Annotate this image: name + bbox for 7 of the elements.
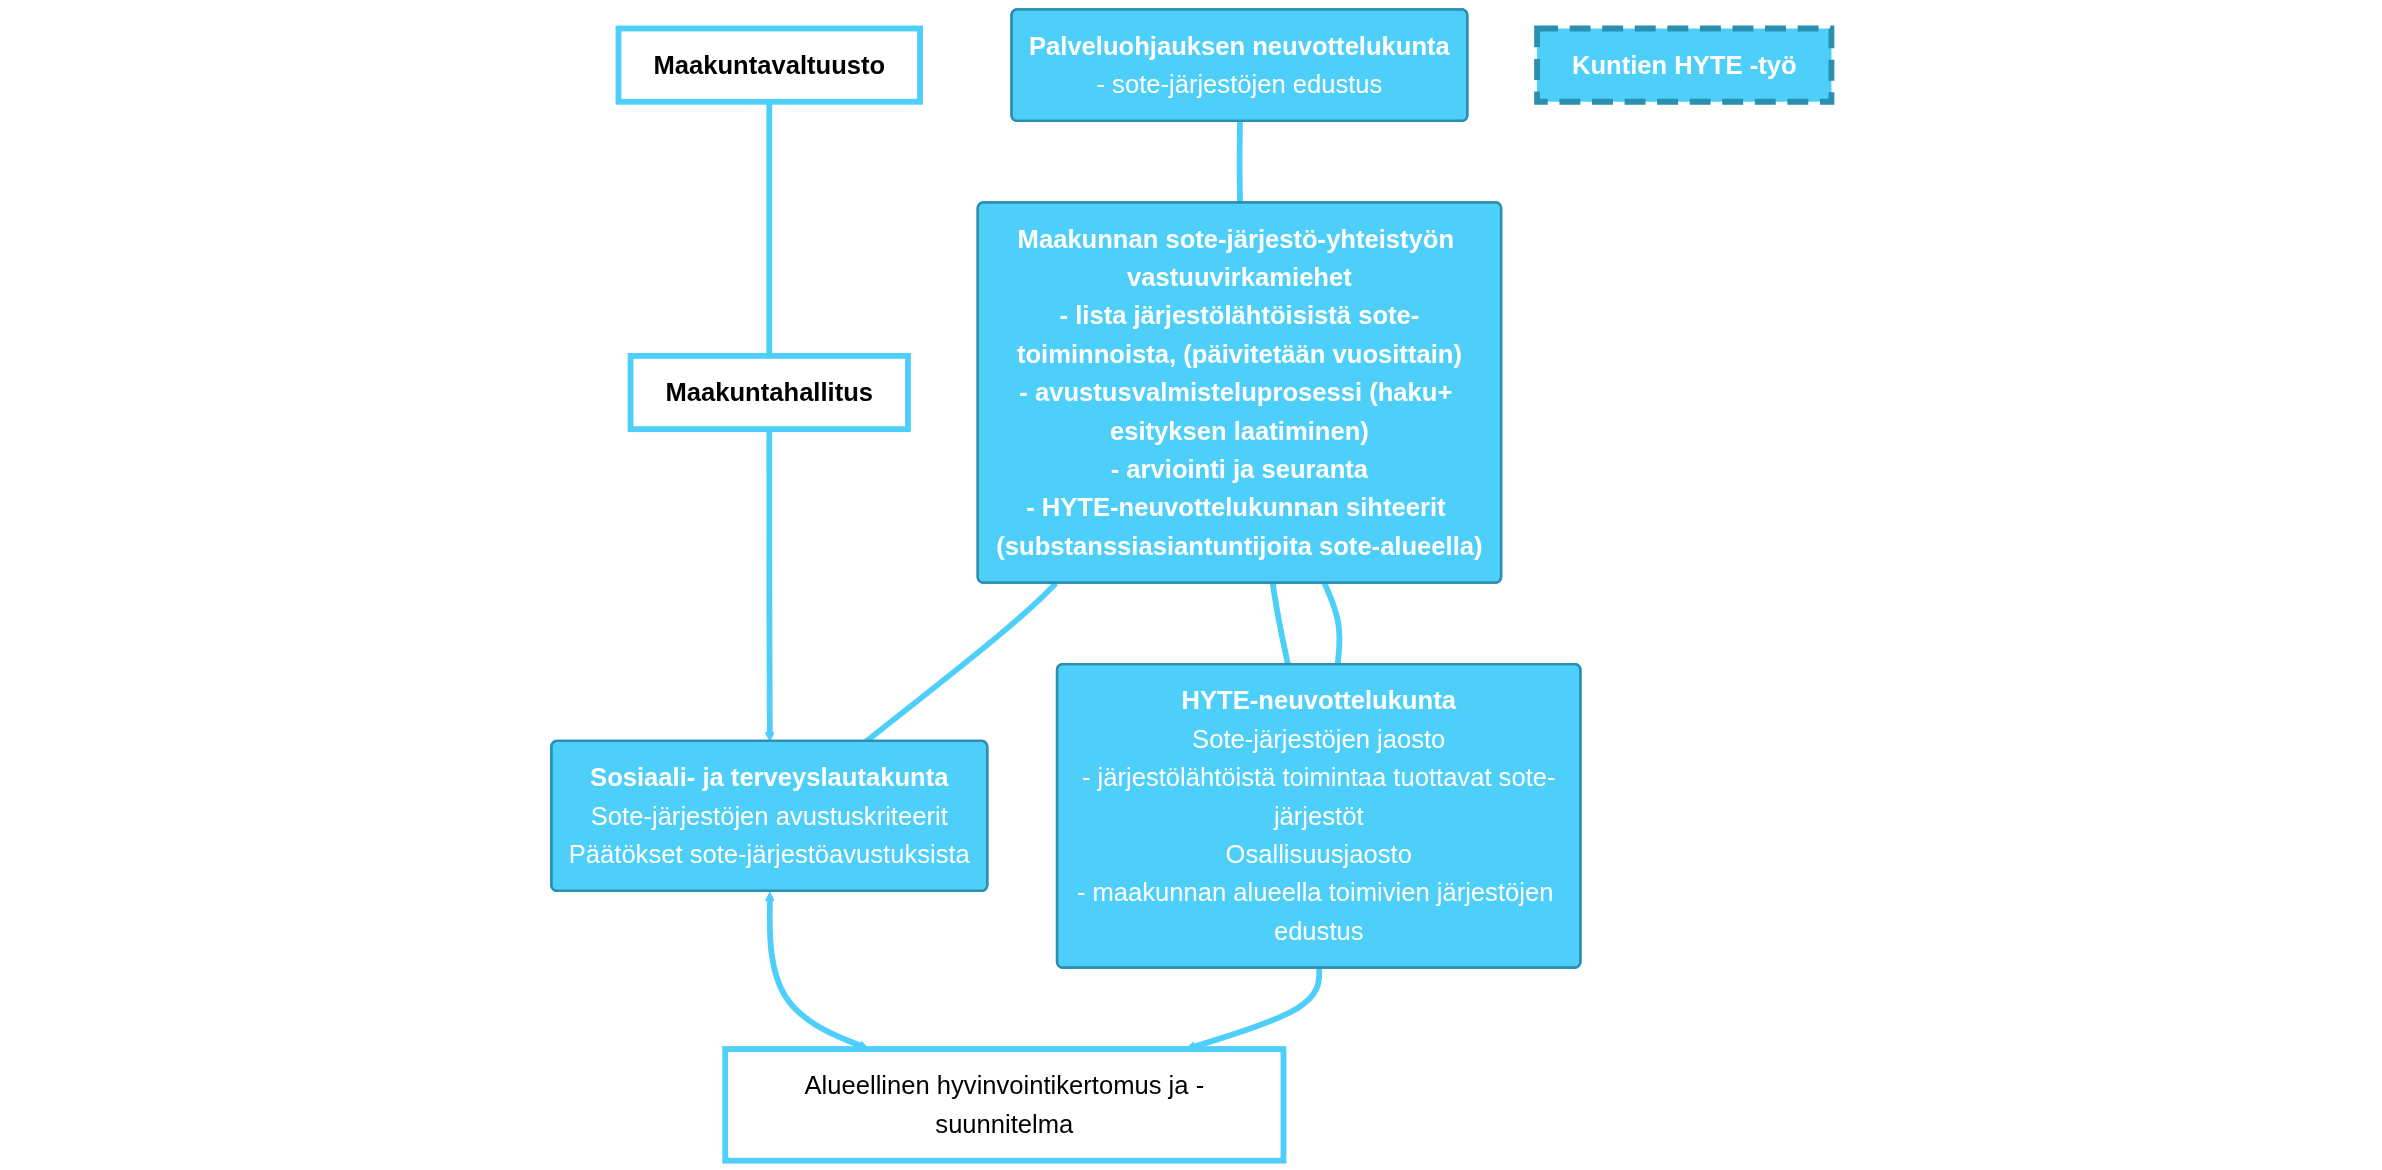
node-box: Kuntien HYTE -työ bbox=[1533, 25, 1834, 105]
connector bbox=[1321, 582, 1342, 665]
node-box: Maakuntavaltuusto bbox=[615, 25, 923, 105]
arrow bbox=[764, 429, 775, 742]
connector bbox=[1236, 121, 1243, 203]
node-box: Alueellinen hyvinvointikertomus ja -suunnitelma bbox=[721, 1046, 1286, 1164]
node-box: Maakuntahallitus bbox=[627, 352, 911, 433]
